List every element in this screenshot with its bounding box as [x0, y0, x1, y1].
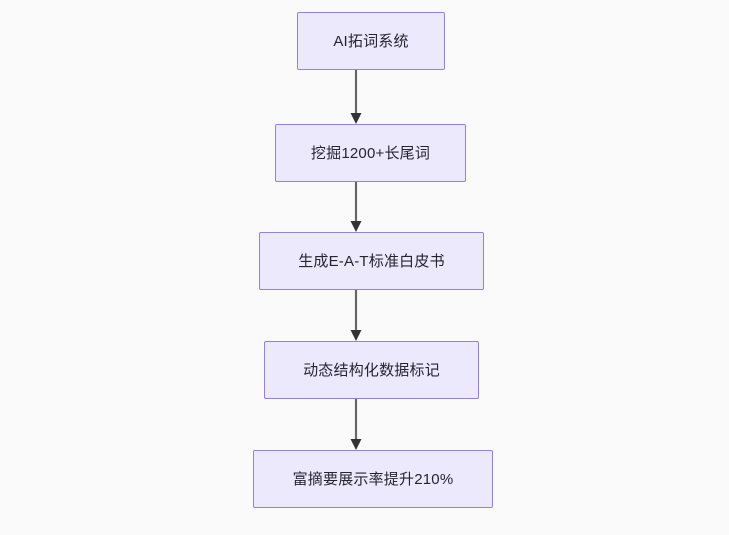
- flow-node-label: 动态结构化数据标记: [303, 361, 440, 379]
- flow-node-label: 生成E-A-T标准白皮书: [298, 252, 445, 270]
- edge-arrow-icon: [350, 70, 362, 124]
- edge-n4-to-n5: [341, 399, 371, 450]
- flow-node-ai-keyword-system[interactable]: AI拓词系统: [297, 12, 445, 70]
- flow-node-label: AI拓词系统: [333, 32, 409, 50]
- flow-node-rich-snippet-rate-increase[interactable]: 富摘要展示率提升210%: [253, 450, 493, 508]
- flow-node-generate-eat-whitepaper[interactable]: 生成E-A-T标准白皮书: [259, 232, 484, 290]
- edge-arrow-icon: [350, 290, 362, 341]
- flow-node-dynamic-structured-data-markup[interactable]: 动态结构化数据标记: [264, 341, 479, 399]
- edge-n1-to-n2: [341, 70, 371, 124]
- flow-node-label: 富摘要展示率提升210%: [292, 470, 454, 488]
- flow-node-mine-longtail-keywords[interactable]: 挖掘1200+长尾词: [275, 124, 466, 182]
- edge-n3-to-n4: [341, 290, 371, 341]
- edge-arrow-icon: [350, 399, 362, 450]
- flow-node-label: 挖掘1200+长尾词: [310, 144, 431, 162]
- edge-n2-to-n3: [341, 182, 371, 232]
- edge-arrow-icon: [350, 182, 362, 232]
